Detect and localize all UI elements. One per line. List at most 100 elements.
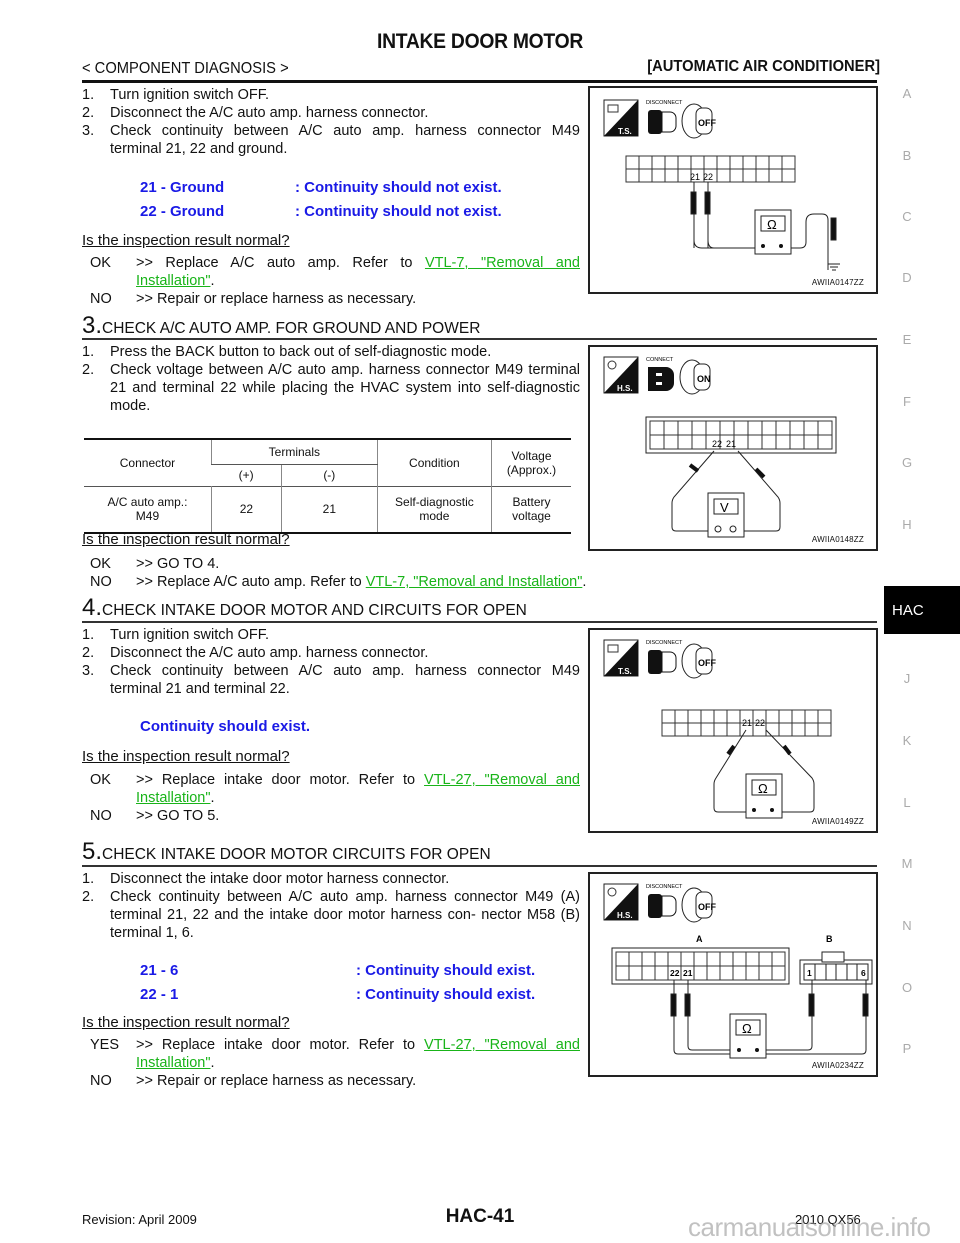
- pin-label: 21: [683, 968, 693, 978]
- result-text: >> Replace intake door motor. Refer to V…: [136, 771, 580, 807]
- reference-link[interactable]: VTL-27, "Removal and Installation": [136, 772, 580, 806]
- voltmeter: V: [707, 492, 745, 538]
- sidebar-item-d[interactable]: D: [902, 270, 912, 285]
- sidebar-tab-hac[interactable]: HAC: [884, 586, 960, 634]
- connector-cavity: [615, 951, 630, 967]
- sidebar-item-g[interactable]: G: [901, 455, 913, 470]
- connector-cavity: [791, 722, 806, 737]
- list-item: 2.Check continuity between A/C auto amp.…: [82, 888, 580, 942]
- item-number: 2.: [82, 889, 95, 905]
- sidebar-item-m[interactable]: M: [901, 856, 913, 871]
- ignition-switch-icon: OFF: [681, 103, 716, 139]
- connector-cavity: [747, 420, 763, 436]
- spec-row: 22 - Ground: Continuity should not exist…: [140, 199, 502, 223]
- connector-cavity: [742, 155, 757, 170]
- connector-cavity: [747, 434, 763, 450]
- pin-label: 22: [712, 439, 722, 449]
- switch-label: ON: [697, 374, 711, 384]
- revision-date: Revision: April 2009: [82, 1212, 197, 1227]
- sidebar-item-p[interactable]: P: [902, 1041, 912, 1056]
- ohmmeter: Ω: [754, 209, 792, 255]
- pin-label: 22: [670, 968, 680, 978]
- list-item: 3.Check continuity between A/C auto amp.…: [82, 662, 580, 698]
- result-yes: YES>> Replace intake door motor. Refer t…: [82, 1036, 580, 1072]
- result-text: >> Repair or replace harness as necessar…: [136, 1073, 417, 1089]
- connector-cavity: [649, 420, 665, 436]
- connector-cavity: [778, 722, 793, 737]
- test-leads: [671, 450, 781, 532]
- sidebar-item-j[interactable]: J: [903, 671, 911, 686]
- sidebar-item-b[interactable]: B: [902, 148, 912, 163]
- connector-cavity: [674, 709, 689, 724]
- connector-cavity: [706, 951, 721, 967]
- reference-link[interactable]: VTL-27, "Removal and Installation": [136, 1037, 580, 1071]
- connector-cavity: [677, 434, 693, 450]
- connector-cavity: [651, 155, 666, 170]
- connector-cavity: [703, 155, 718, 170]
- header-voltage: Voltage (Approx.): [491, 440, 571, 486]
- item-number: 2.: [82, 645, 95, 661]
- sidebar-item-h[interactable]: H: [902, 517, 912, 532]
- connector-cavity: [654, 951, 669, 967]
- connector-m49: [625, 155, 796, 183]
- sidebar-item-k[interactable]: K: [902, 733, 912, 748]
- figure-code: AWIIA0234ZZ: [811, 1061, 864, 1070]
- cell-condition: Self-diagnostic mode: [376, 486, 492, 532]
- connector-cavity: [789, 434, 805, 450]
- step3-instructions: 1.Press the BACK button to back out of s…: [82, 343, 580, 415]
- sidebar-item-e[interactable]: E: [902, 332, 912, 347]
- step2-instructions: 1.Turn ignition switch OFF. 2.Disconnect…: [82, 86, 580, 158]
- cell-minus: 21: [280, 486, 378, 532]
- header-terminals: Terminals: [210, 440, 378, 465]
- item-text: Turn ignition switch OFF.: [110, 627, 270, 643]
- connect-label: DISCONNECT: [646, 640, 683, 646]
- list-item: 2. Disconnect the A/C auto amp. harness c…: [82, 644, 580, 662]
- punctuation: .: [210, 273, 215, 289]
- connector-cavity: [733, 434, 749, 450]
- step-title: CHECK A/C AUTO AMP. FOR GROUND AND POWER: [102, 320, 481, 337]
- connector-cavity: [625, 168, 640, 183]
- connector-cavity: [775, 420, 791, 436]
- step3-rule: [82, 338, 877, 340]
- connector-cavity: [817, 709, 832, 724]
- connector-cavity: [755, 155, 770, 170]
- connector-cavity: [719, 965, 734, 981]
- sidebar-item-l[interactable]: L: [903, 795, 911, 810]
- figure-code: AWIIA0149ZZ: [811, 817, 864, 826]
- list-item: 1.Turn ignition switch OFF.: [82, 86, 580, 104]
- item-text: Disconnect the A/C auto amp. harness con…: [110, 645, 429, 661]
- step3-heading: 3.CHECK A/C AUTO AMP. FOR GROUND AND POW…: [82, 312, 480, 340]
- ohmmeter: Ω: [745, 773, 783, 819]
- result-ok: OK>> GO TO 4.: [82, 555, 642, 573]
- step3-results: OK>> GO TO 4. NO>> Replace A/C auto amp.…: [82, 555, 642, 591]
- disconnect-connector-icon: [648, 894, 677, 918]
- header-plus: (+): [238, 468, 254, 482]
- sidebar-item-o[interactable]: O: [901, 980, 913, 995]
- model-label: 2010 QX56: [795, 1212, 861, 1227]
- step2-specs: 21 - Ground: Continuity should not exist…: [140, 175, 502, 223]
- reference-link[interactable]: VTL-7, "Removal and Installation": [365, 574, 583, 590]
- connector-cavity: [719, 951, 734, 967]
- connector-cavity: [729, 168, 744, 183]
- mode-label: H.S.: [617, 384, 633, 393]
- step4-rule: [82, 621, 877, 623]
- connector-cavity: [687, 722, 702, 737]
- sidebar-item-f[interactable]: F: [903, 394, 911, 409]
- connector-cavity: [641, 951, 656, 967]
- result-text: >> GO TO 5.: [136, 808, 220, 824]
- spec-row: 21 - Ground: Continuity should not exist…: [140, 175, 502, 199]
- list-item: 1.Turn ignition switch OFF.: [82, 626, 580, 644]
- reference-link[interactable]: VTL-7, "Removal and Installation": [136, 255, 580, 289]
- wiring-diagram: T.S. DISCONNECT OFF 21 22 Ω: [603, 99, 840, 271]
- cell-connector: A/C auto amp.: M49: [107, 495, 188, 524]
- sidebar-item-a[interactable]: A: [902, 86, 912, 101]
- result-ok: OK>> Replace intake door motor. Refer to…: [82, 771, 580, 807]
- connector-cavity: [768, 168, 783, 183]
- sidebar-item-c[interactable]: C: [902, 209, 912, 224]
- ignition-switch-icon: ON: [679, 359, 711, 395]
- result-key: NO: [90, 291, 112, 307]
- item-text: Turn ignition switch OFF.: [110, 87, 270, 103]
- connector-cavity: [667, 951, 682, 967]
- item-number: 2.: [82, 362, 95, 378]
- sidebar-item-n[interactable]: N: [902, 918, 912, 933]
